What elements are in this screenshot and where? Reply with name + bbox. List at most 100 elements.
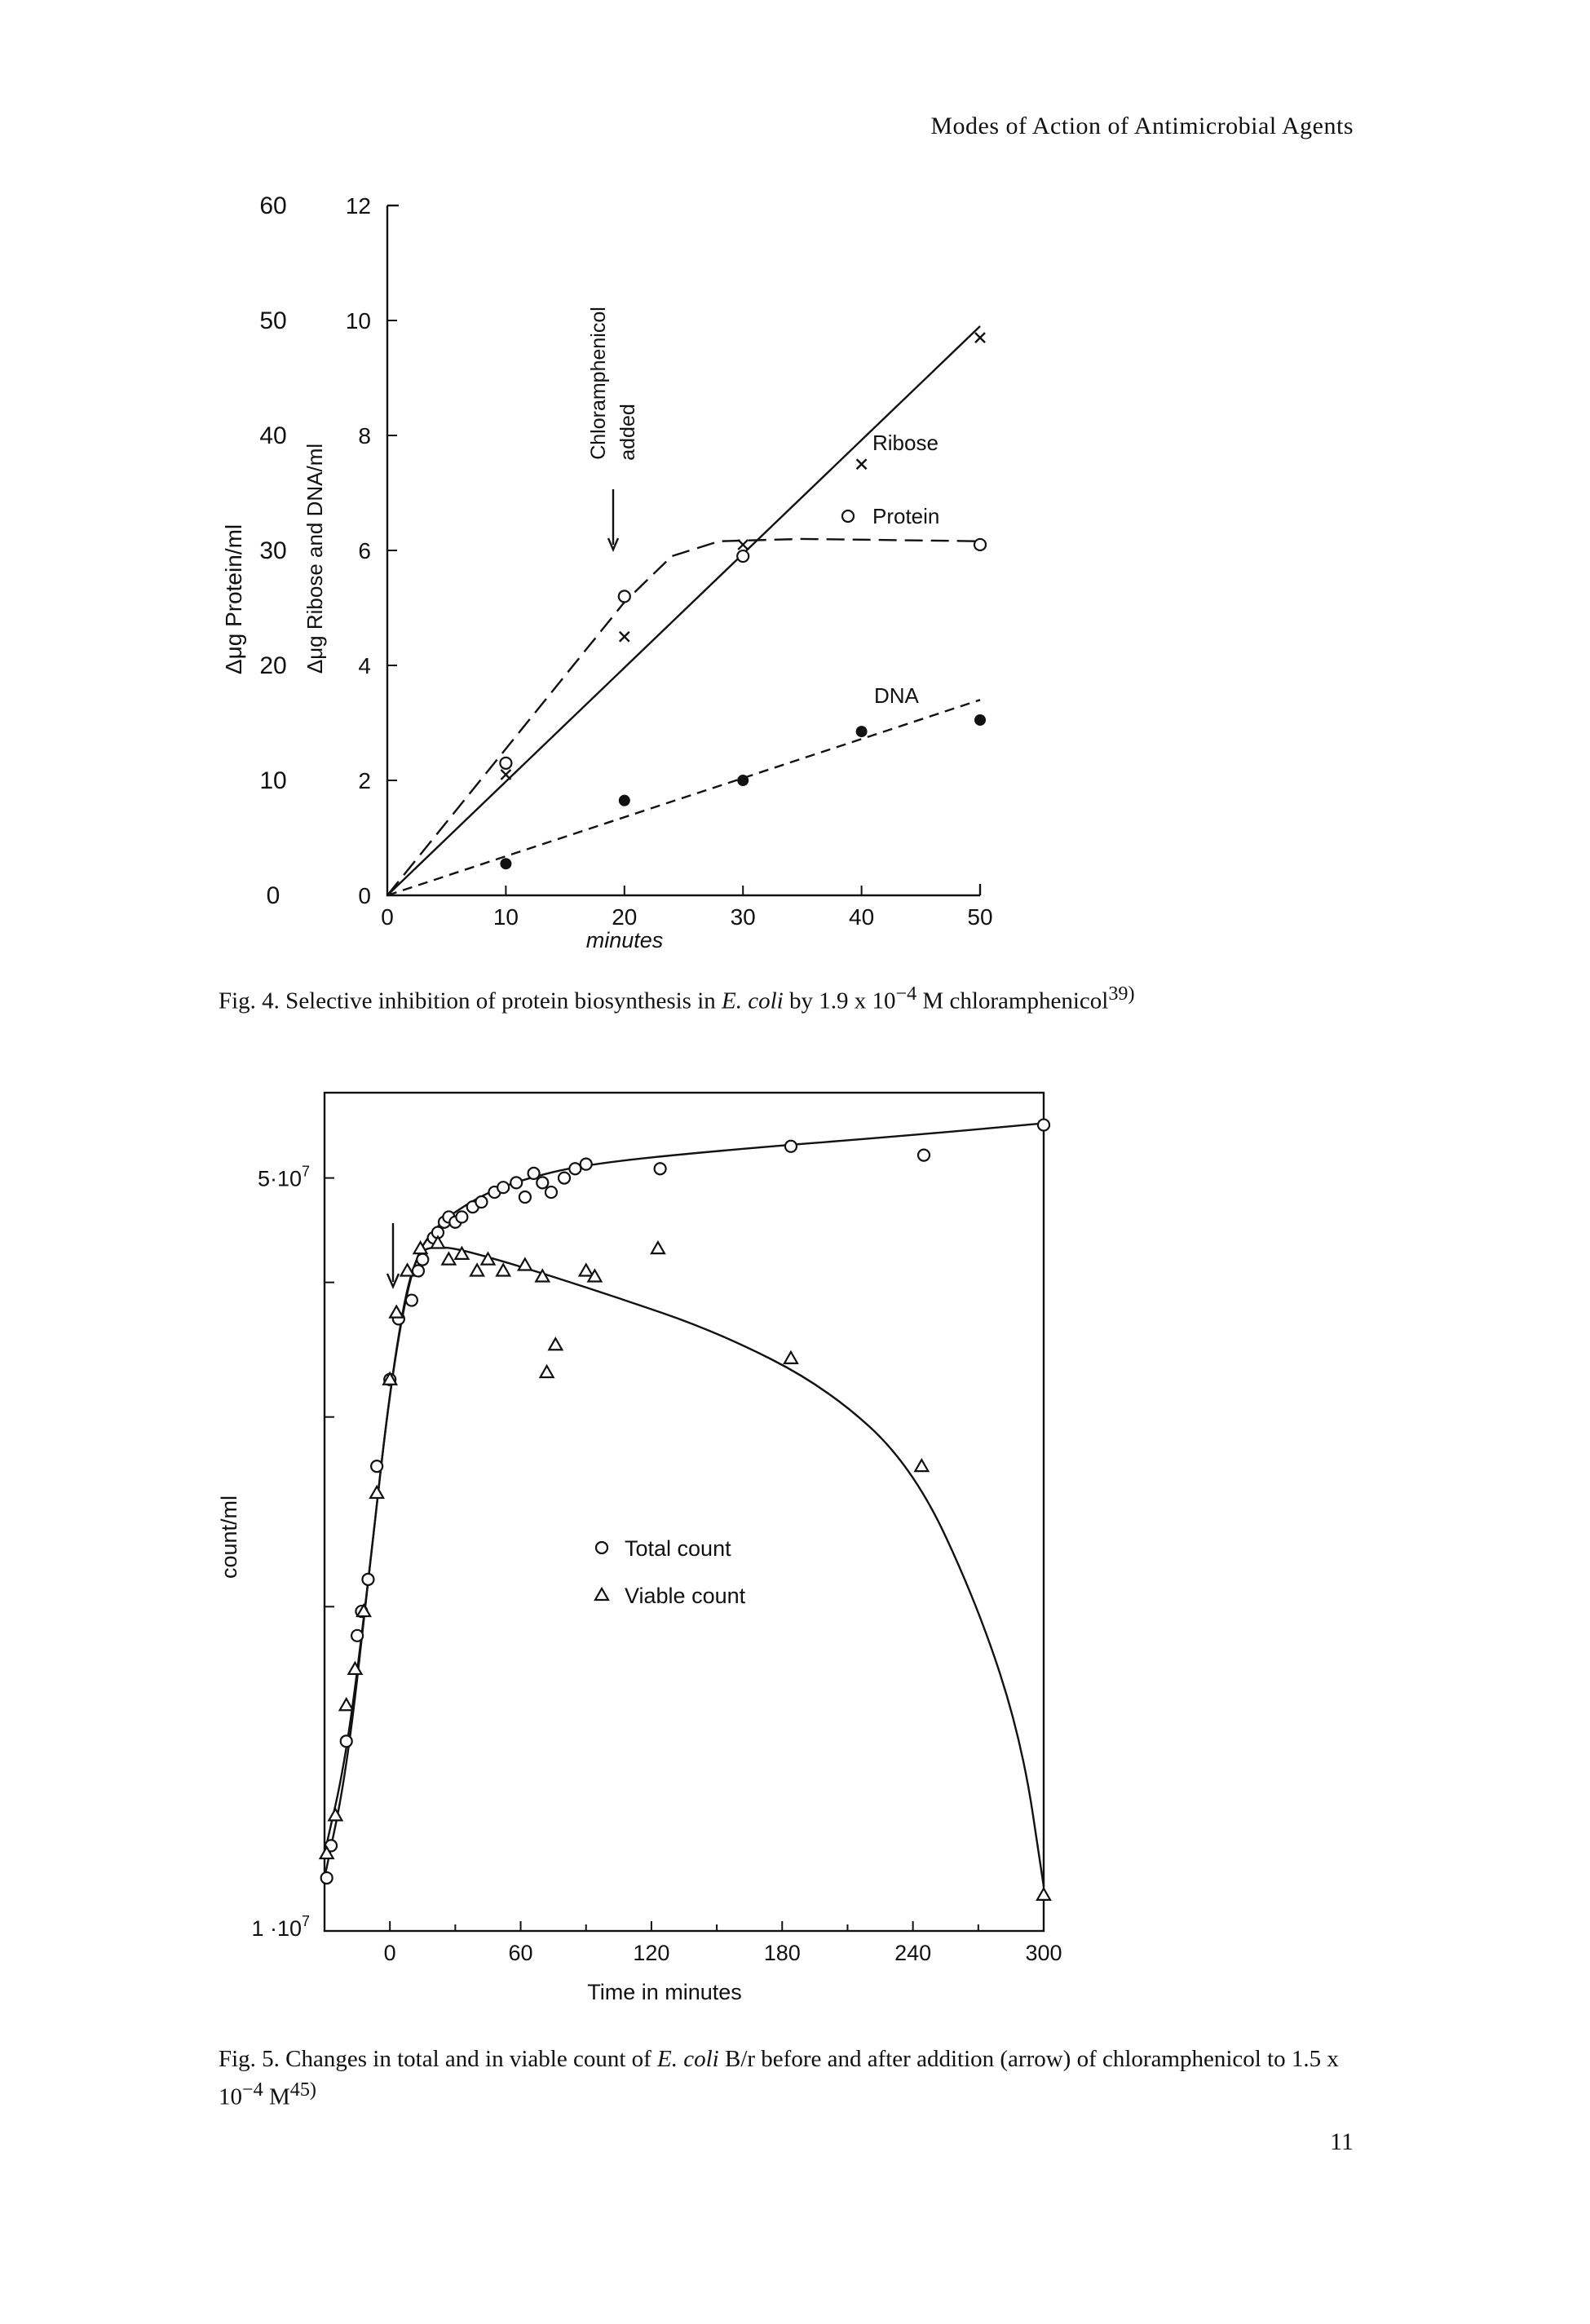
fig5-point-viable	[534, 1268, 551, 1283]
fig4-caption-rest: by 1.9 x 10	[783, 987, 896, 1014]
fig5-point-total	[370, 1460, 384, 1473]
fig5-x-tick-label: 240	[894, 1941, 931, 1965]
fig4-fit-protein	[386, 537, 981, 896]
fig5-point-viable	[1036, 1886, 1052, 1901]
fig4-fit-lines	[386, 325, 981, 897]
fig5-point-total	[497, 1181, 510, 1195]
chloramphenicol-arrow-icon	[386, 1223, 400, 1289]
fig5-point-total	[361, 1572, 375, 1586]
fig4-x-tick-label: 10	[493, 904, 519, 930]
fig4-point-protein	[499, 756, 513, 770]
fig4-point-protein	[973, 537, 987, 552]
fig5-point-total	[527, 1166, 541, 1180]
fig5-point-viable	[399, 1262, 416, 1277]
fig5-point-total	[653, 1162, 667, 1176]
fig4-label-protein: Protein	[872, 504, 939, 528]
fig4-y-tick-label-right: 0	[358, 883, 371, 908]
fig5-legend-marker	[594, 1586, 610, 1602]
fig5-y-tick-bottom-exp: 7	[302, 1913, 310, 1929]
fig5-point-viable	[440, 1251, 457, 1266]
fig5-plot-frame	[323, 1091, 1045, 1933]
fig4-y-tick-label-left: 50	[259, 307, 286, 334]
fig5-point-viable	[388, 1304, 405, 1319]
fig4-point-protein	[617, 590, 631, 603]
fig5-point-total	[455, 1210, 469, 1224]
fig5-point-viable	[577, 1262, 594, 1277]
fig4-caption-ref: 39)	[1108, 983, 1135, 1005]
fig4-y-tick-label-left: 60	[259, 192, 286, 219]
figure-4-caption: Fig. 4. Selective inhibition of protein …	[219, 979, 1376, 1017]
fig4-caption-exp: −4	[895, 983, 917, 1005]
fig5-caption-species: E. coli	[657, 2046, 719, 2072]
fig4-y-tick-label-left: 30	[259, 537, 286, 564]
fig4-x-tick-label: 0	[381, 904, 394, 930]
fig5-point-viable	[586, 1268, 603, 1283]
fig5-point-total	[916, 1148, 931, 1162]
fig5-y-tick-label-bottom: 1 ·107	[251, 1913, 310, 1941]
fig5-point-viable	[327, 1807, 344, 1822]
fig4-point-ribose	[618, 630, 630, 643]
fig4-caption-main: Fig. 4. Selective inhibition of protein …	[219, 987, 722, 1014]
fig5-point-viable	[495, 1262, 512, 1277]
fig4-point-dna	[855, 726, 868, 738]
fig5-point-total	[475, 1195, 488, 1209]
fig5-point-total	[784, 1139, 798, 1153]
fig4-caption-tail: M chloramphenicol	[916, 987, 1109, 1014]
fig5-point-viable	[369, 1484, 386, 1500]
fig5-point-total	[339, 1734, 353, 1748]
fig5-point-viable	[412, 1239, 429, 1255]
fig5-point-viable	[538, 1363, 555, 1379]
fig5-x-axis-label: Time in minutes	[587, 1980, 742, 2004]
fig4-point-dna	[500, 858, 512, 870]
fig4-y-tick-label-left: 10	[259, 767, 286, 794]
fig5-point-total	[416, 1253, 430, 1266]
annotation-arrow-icon	[607, 489, 620, 553]
fig4-x-tick-label: 20	[612, 904, 637, 930]
annotation-line-1: Chloramphenicol	[587, 307, 610, 460]
fig5-y-axis-label: count/ml	[217, 1496, 241, 1579]
fig5-y-tick-top-exp: 7	[302, 1164, 310, 1180]
fig5-fit-viable	[323, 1246, 1045, 1887]
fig4-point-dna	[737, 775, 749, 786]
fig5-point-viable	[347, 1660, 364, 1676]
fig5-data-points	[318, 1118, 1052, 1901]
fig5-caption-tail: M	[263, 2083, 290, 2110]
fig4-label-ribose: Ribose	[872, 431, 939, 455]
fig5-point-total	[544, 1185, 559, 1200]
fig5-point-total	[1036, 1118, 1051, 1132]
fig5-axes	[323, 1091, 1045, 1933]
fig5-caption-exp: −4	[242, 2079, 263, 2101]
fig5-x-tick-label: 300	[1025, 1941, 1062, 1965]
fig4-point-ribose	[737, 539, 749, 550]
fig5-y-tick-label-top: 5·107	[258, 1164, 310, 1191]
fig5-point-viable	[783, 1350, 799, 1364]
fig5-point-total	[350, 1628, 364, 1642]
fig5-x-tick-label: 0	[384, 1941, 396, 1965]
fig5-point-viable	[382, 1371, 399, 1385]
fig5-point-viable	[516, 1257, 533, 1271]
fig4-y-tick-label-right: 4	[358, 653, 371, 678]
fig5-caption-ref: 45)	[289, 2079, 316, 2101]
fig5-point-total	[557, 1171, 572, 1185]
fig4-y-tick-label-right: 6	[358, 538, 371, 563]
page-number: 11	[1330, 2128, 1354, 2155]
fig5-point-total	[510, 1176, 523, 1190]
fig4-x-tick-label: 50	[967, 904, 992, 930]
running-head: Modes of Action of Antimicrobial Agents	[930, 113, 1354, 139]
chloramphenicol-added-annotation: Chloramphenicol added	[587, 307, 639, 553]
fig4-y-tick-label-left: 20	[259, 652, 286, 679]
fig4-fit-ribose	[386, 325, 981, 896]
fig4-y-axis-label-left: Δμg Protein/ml	[221, 524, 246, 674]
fig5-point-viable	[453, 1245, 470, 1260]
fig4-x-tick-label: 30	[731, 904, 756, 930]
fig5-legend-label: Total count	[625, 1536, 731, 1561]
fig5-point-total	[404, 1293, 419, 1307]
fig4-label-dna: DNA	[874, 683, 920, 708]
fig4-label-protein-marker	[841, 509, 855, 524]
fig5-point-total	[320, 1871, 333, 1885]
fig4-data-points	[499, 332, 987, 870]
fig5-caption-rest: B/r before and after addition (arrow) of…	[219, 2046, 1339, 2110]
